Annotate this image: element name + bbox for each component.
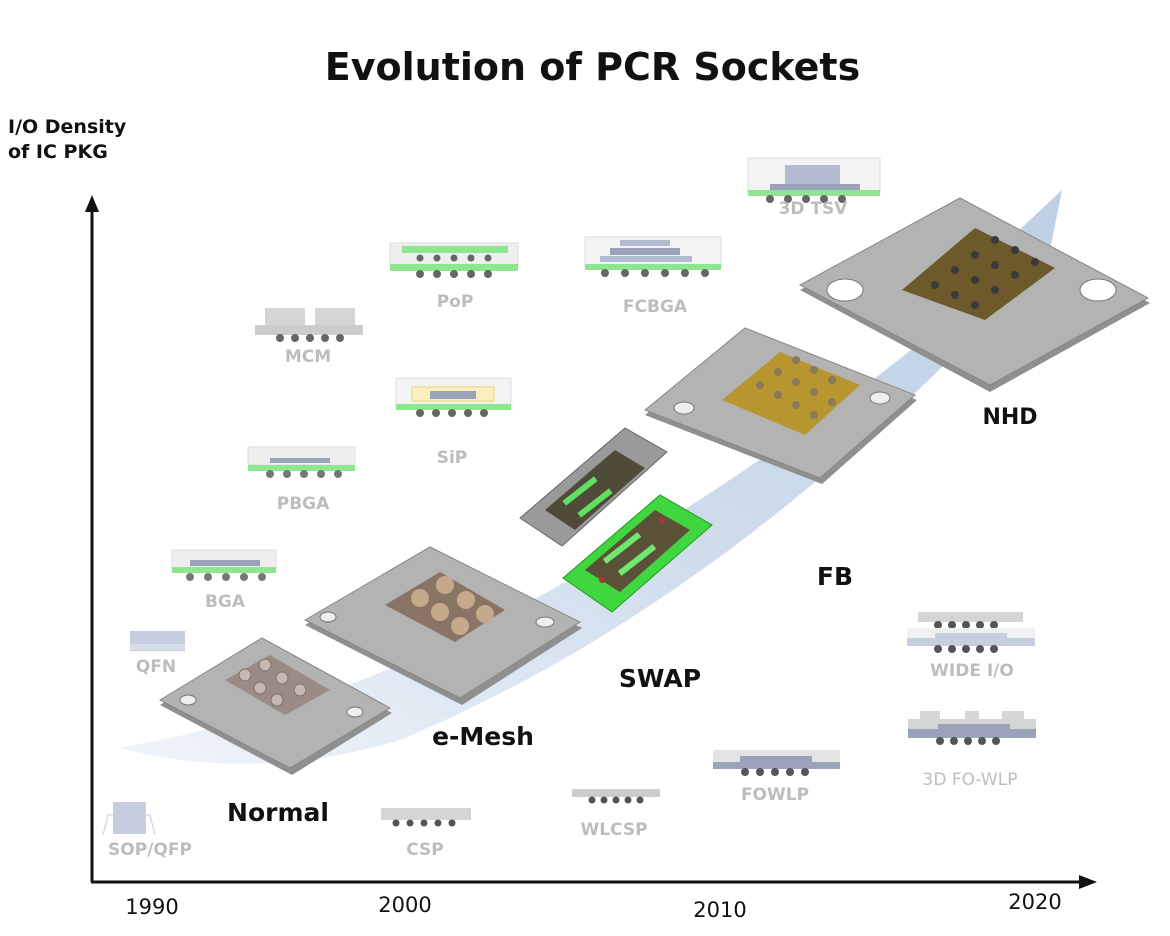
package-label-sop-qfp: SOP/QFP bbox=[108, 840, 192, 860]
package-label-sip: SiP bbox=[436, 448, 468, 468]
fb-socket-image bbox=[644, 327, 917, 484]
pbga-icon bbox=[247, 446, 356, 478]
3d-tsv-icon bbox=[747, 157, 881, 203]
y-axis-label-line-2: of IC PKG bbox=[8, 141, 108, 163]
diagram-title: Evolution of PCR Sockets bbox=[324, 45, 861, 89]
package-label-csp: CSP bbox=[406, 840, 444, 860]
sop-qfp-icon bbox=[102, 802, 156, 836]
package-label-mcm: MCM bbox=[284, 347, 332, 367]
package-label-wide-io: WIDE I/O bbox=[930, 661, 1014, 681]
y-axis-label-line-1: I/O Density bbox=[8, 116, 127, 138]
x-axis bbox=[91, 875, 1097, 889]
package-label-pbga: PBGA bbox=[276, 494, 330, 514]
3d-fo-wlp-icon bbox=[908, 711, 1036, 745]
normal-socket-image bbox=[158, 637, 392, 775]
qfn-icon bbox=[130, 631, 185, 651]
package-label-3d-fo-wlp: 3D FO-WLP bbox=[922, 770, 1018, 790]
wlcsp-icon bbox=[572, 789, 660, 804]
socket-label-normal: Normal bbox=[227, 798, 329, 827]
year-2020: 2020 bbox=[1008, 890, 1062, 914]
year-1990: 1990 bbox=[125, 895, 179, 919]
socket-label-e-mesh: e-Mesh bbox=[432, 722, 534, 751]
swap-socket-image bbox=[519, 427, 713, 613]
y-axis bbox=[85, 195, 99, 882]
csp-icon bbox=[381, 808, 471, 827]
socket-label-swap: SWAP bbox=[618, 664, 702, 693]
bga-icon bbox=[171, 549, 277, 581]
nhd-socket-image bbox=[798, 197, 1150, 392]
socket-label-fb: FB bbox=[816, 562, 854, 591]
package-label-bga: BGA bbox=[204, 592, 246, 612]
package-label-fowlp: FOWLP bbox=[740, 785, 810, 805]
package-label-pop: PoP bbox=[436, 292, 474, 312]
package-label-wlcsp: WLCSP bbox=[580, 820, 648, 840]
wide-io-icon bbox=[907, 612, 1035, 653]
y-axis-label: I/O Density of IC PKG bbox=[8, 115, 126, 165]
package-label-3d-tsv: 3D TSV bbox=[778, 199, 848, 219]
package-label-qfn: QFN bbox=[135, 657, 177, 677]
e-mesh-socket-image bbox=[303, 546, 582, 705]
year-2000: 2000 bbox=[378, 893, 432, 917]
sip-icon bbox=[395, 377, 512, 417]
fowlp-icon bbox=[713, 750, 840, 776]
package-label-fcbga: FCBGA bbox=[622, 297, 688, 317]
pop-icon bbox=[389, 242, 519, 278]
year-2010: 2010 bbox=[693, 898, 747, 922]
mcm-icon bbox=[255, 308, 363, 342]
fcbga-icon bbox=[584, 236, 722, 277]
socket-label-nhd: NHD bbox=[982, 405, 1038, 430]
